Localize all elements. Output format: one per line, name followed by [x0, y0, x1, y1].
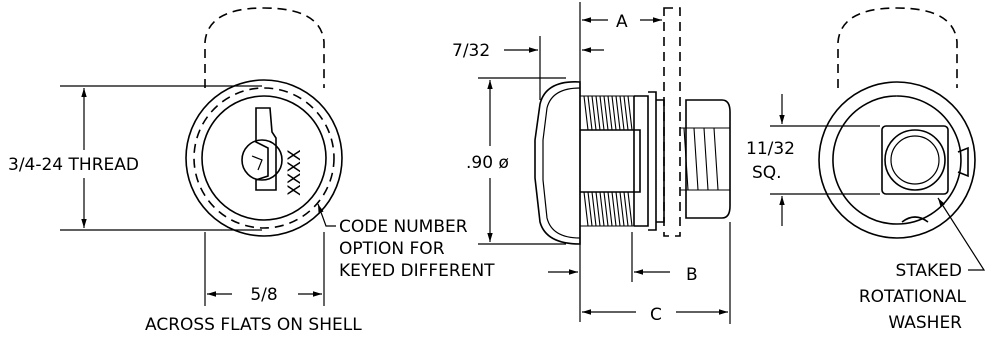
shell-body: [580, 95, 649, 227]
front-dashed-circle: [193, 87, 335, 229]
head-profile: [534, 81, 581, 245]
square-drive-bore-inner: [890, 135, 940, 185]
thread-top: [580, 95, 634, 131]
square-drive: [881, 125, 949, 195]
dim-a-label: A: [616, 12, 628, 32]
code-caption-3: KEYED DIFFERENT: [339, 261, 495, 281]
front-inner-circle: [201, 95, 327, 221]
rear-outer-circle: [818, 81, 976, 239]
square-dim-line2: SQ.: [752, 163, 782, 183]
head-thickness-label: 7/32: [452, 41, 490, 61]
square-drive-bore: [884, 129, 946, 191]
key-plug: [241, 139, 283, 181]
code-marks: XXXX: [285, 149, 305, 196]
head-inner-profile: [542, 87, 581, 239]
rear-cam: [685, 99, 731, 219]
washer-line1: STAKED: [896, 261, 962, 281]
nut-block: [648, 91, 665, 231]
thread-label: 3/4-24 THREAD: [8, 155, 139, 175]
stake-notch-bottom: [901, 216, 929, 223]
side-view: 7/32 A .90 ø B C: [452, 2, 731, 325]
thread-bottom: [580, 191, 634, 227]
washer-line2: ROTATIONAL: [859, 287, 967, 307]
square-dim-line1: 11/32: [746, 139, 795, 159]
stake-notch-right: [957, 146, 969, 178]
key-notch: [251, 155, 263, 171]
front-view: XXXX 3/4-24 THREAD 5/8 ACROSS FLATS ON S…: [8, 7, 495, 335]
panel-outline: [663, 7, 681, 237]
rear-cam-outline: [837, 7, 958, 88]
front-cam-outline: [204, 7, 325, 88]
rear-thread: [680, 127, 730, 191]
rear-view: 11/32 SQ. STAKED ROTATIONAL WASHER: [746, 7, 986, 333]
dim-c-label: C: [650, 305, 662, 325]
code-caption-1: CODE NUMBER: [339, 217, 468, 237]
diameter-label: .90 ø: [466, 153, 509, 173]
flats-caption: ACROSS FLATS ON SHELL: [145, 315, 362, 335]
rear-washer-ring: [832, 95, 962, 225]
code-caption-2: OPTION FOR: [339, 239, 445, 259]
washer-line3: WASHER: [888, 313, 962, 333]
flats-dim-label: 5/8: [250, 285, 277, 305]
front-outer-circle: [185, 79, 343, 237]
keyway-slot: [255, 107, 277, 191]
code-leader: [317, 203, 336, 227]
dim-b-label: B: [686, 265, 698, 285]
washer-leader: [937, 197, 986, 271]
